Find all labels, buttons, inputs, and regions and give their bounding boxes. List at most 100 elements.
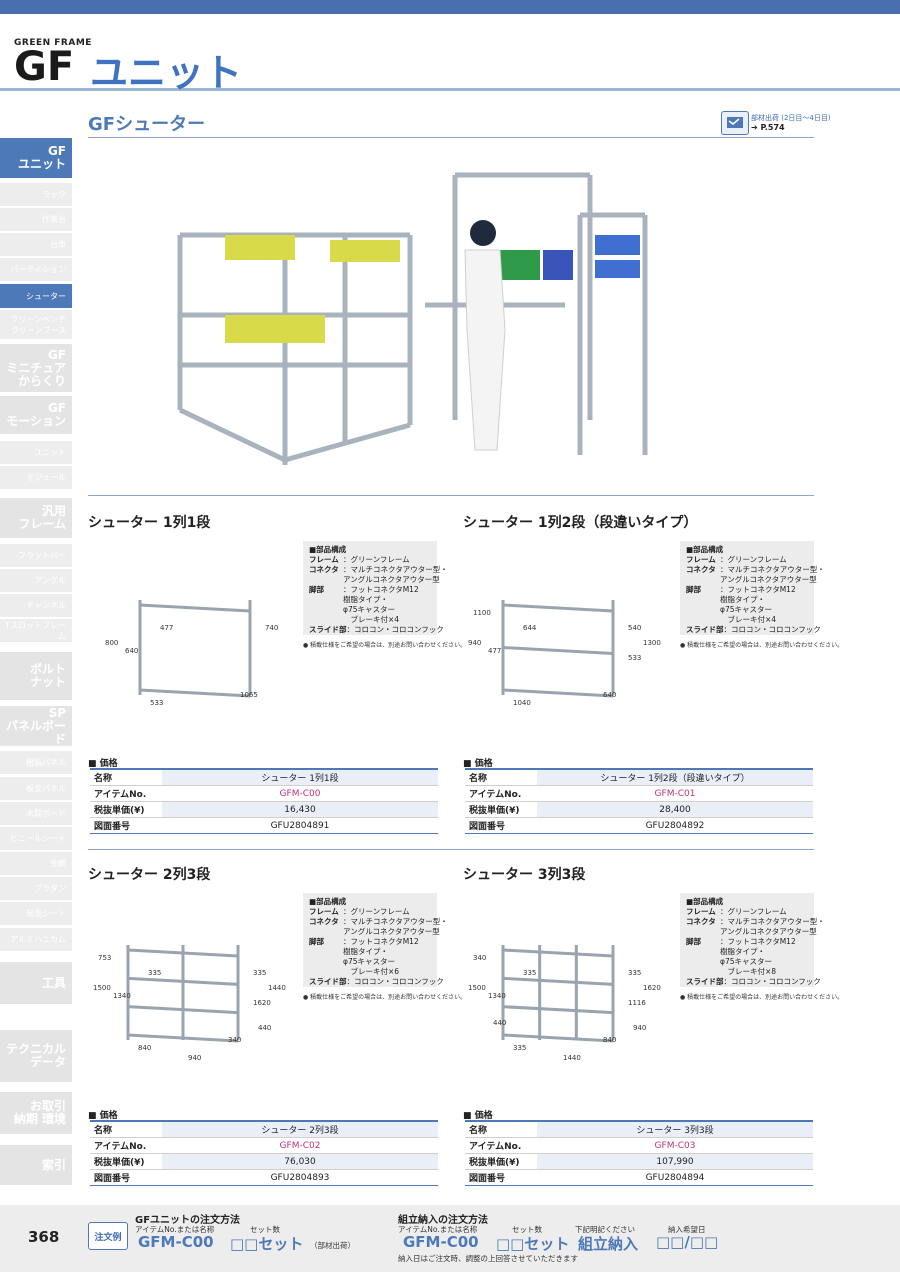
price-value: GFU2804893 (162, 1169, 438, 1186)
sidebar-item-label: ユニット (34, 448, 66, 457)
sidebar-item[interactable]: シューター (0, 283, 72, 308)
sidebar-item-label: 納期 環境 (13, 1112, 66, 1126)
sidebar-item-label: ユニット (17, 157, 66, 171)
sidebar-item-label: ミニチュア (6, 360, 66, 375)
dimension-label: 940 (633, 1024, 646, 1032)
dimension-label: 477 (160, 624, 173, 632)
spec-line: コネクタ：マルチコネクタアウター型・ (309, 565, 448, 575)
sidebar-item[interactable]: パーティション (0, 257, 72, 281)
sidebar-item-label: 汎用 (41, 504, 66, 518)
dimension-label: 1040 (513, 699, 531, 707)
sidebar-item-label: アングル (34, 576, 66, 585)
spec-line: アングルコネクタアウター型 (309, 575, 440, 585)
spec-value: ：コロコン・コロコンフック (346, 625, 444, 634)
price-key: 図面番号 (465, 817, 537, 834)
sidebar-item-label: 作業台 (42, 215, 66, 224)
sidebar-item[interactable]: お取引納期 環境 (0, 1092, 72, 1134)
dimension-label: 340 (228, 1036, 241, 1044)
dimension-label: 1500 (93, 984, 111, 992)
sidebar-item[interactable]: 木製ボード (0, 801, 72, 825)
spec-value: ：グリーンフレーム (343, 907, 410, 916)
sidebar-item[interactable]: フラットバー (0, 543, 72, 567)
order-left-title: GFユニットの注文方法 (135, 1215, 241, 1226)
spec-key: ■部品構成 (686, 545, 724, 554)
sidebar-item[interactable]: 台車 (0, 232, 72, 256)
sidebar-item[interactable]: 工具 (0, 962, 72, 1004)
ship-page-link[interactable]: ➔ P.574 (751, 123, 785, 132)
divider-1 (88, 495, 814, 496)
sidebar-item[interactable]: 金網 (0, 851, 72, 875)
dimension-label: 753 (98, 954, 111, 962)
spec-value: φ75キャスター (343, 957, 395, 966)
sidebar-item-label: SP (48, 705, 66, 720)
brand-small: GREEN FRAME (14, 38, 92, 48)
sidebar-item-label: プラダン (34, 884, 66, 893)
dimension-label: 335 (523, 969, 536, 977)
spec-key: ■部品構成 (309, 545, 347, 554)
price-row: アイテムNo.GFM-C03 (465, 1137, 813, 1154)
sidebar-item[interactable]: アルミハニカム (0, 927, 72, 951)
spec-key: コネクタ (686, 565, 716, 574)
sidebar-item[interactable]: テクニカルデータ (0, 1030, 72, 1082)
sidebar-item[interactable]: アングル (0, 568, 72, 592)
sidebar-item[interactable]: 発泡シート (0, 901, 72, 925)
sidebar-item[interactable]: クリーンベンチクリーンブース (0, 309, 72, 339)
order-right-col3: 下記明記ください (575, 1225, 635, 1234)
brand-gf: GF (14, 44, 75, 90)
spec-value: ：フットコネクタM12 (343, 937, 419, 946)
sidebar-item[interactable]: 汎用フレーム (0, 498, 72, 538)
spec-value: φ75キャスター (720, 957, 772, 966)
price-row: 名称シューター 1列1段 (90, 768, 438, 786)
sidebar-item[interactable]: 樹脂パネル (0, 750, 72, 774)
price-row: アイテムNo.GFM-C01 (465, 785, 813, 802)
spec-key: コネクタ (309, 917, 339, 926)
dimension-label: 1440 (563, 1054, 581, 1062)
sidebar-item[interactable]: ボルトナット (0, 652, 72, 700)
spec-line: ■部品構成 (686, 897, 808, 907)
sidebar-item-label: 発泡シート (26, 909, 66, 918)
sidebar-item[interactable]: ユニット (0, 440, 72, 464)
spec-key: スライド部 (686, 625, 724, 634)
dimension-label: 335 (148, 969, 161, 977)
sidebar-item[interactable]: 板金パネル (0, 776, 72, 800)
dimension-label: 335 (253, 969, 266, 977)
sidebar-item[interactable]: ラック (0, 182, 72, 206)
top-bar (0, 0, 900, 14)
product-title: シューター 2列3段 (88, 867, 211, 883)
spec-key: ■部品構成 (309, 897, 347, 906)
sidebar-item[interactable]: 作業台 (0, 207, 72, 231)
sidebar-item-label: フラットバー (18, 551, 66, 560)
price-row: アイテムNo.GFM-C02 (90, 1137, 438, 1154)
sidebar-item-label: ナット (29, 675, 66, 689)
sidebar-item[interactable]: チャンネル (0, 593, 72, 617)
spec-key: 脚部 (309, 937, 324, 946)
spec-line: ■部品構成 (309, 545, 431, 555)
spec-box: ■部品構成フレーム：グリーンフレームコネクタ：マルチコネクタアウター型・アングル… (680, 541, 825, 635)
spec-note: ● 積載仕様をご希望の場合は、別途お問い合わせください。 (303, 994, 467, 1001)
sidebar-item[interactable]: Tスロットフレーム (0, 618, 72, 642)
dimension-label: 440 (493, 1019, 506, 1027)
sidebar-item[interactable]: プラダン (0, 876, 72, 900)
sidebar-item[interactable]: 索引 (0, 1145, 72, 1185)
sidebar-item[interactable]: ビニールシート (0, 826, 72, 850)
price-value: GFM-C03 (537, 1137, 813, 1154)
spec-key: 脚部 (686, 937, 701, 946)
sidebar-item[interactable]: モジュール (0, 465, 72, 489)
order-right-col2: セット数 (512, 1225, 542, 1234)
spec-value: 樹脂タイプ・ (720, 595, 765, 604)
sidebar-item-label: GF (47, 144, 66, 158)
sidebar-item-label: データ (29, 1055, 66, 1069)
sidebar-item-label: チャンネル (26, 601, 66, 610)
price-value: GFM-C01 (537, 785, 813, 802)
spec-value: アングルコネクタアウター型 (343, 575, 440, 584)
dimension-label: 1440 (268, 984, 286, 992)
spec-box: ■部品構成フレーム：グリーンフレームコネクタ：マルチコネクタアウター型・アングル… (303, 893, 448, 987)
price-key: 名称 (465, 768, 537, 786)
